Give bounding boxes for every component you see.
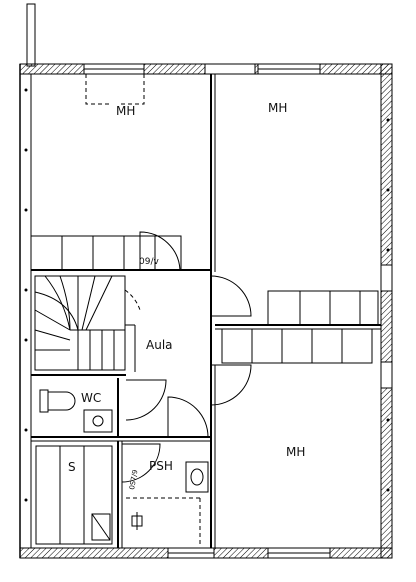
wardrobes-nw bbox=[30, 235, 182, 271]
vent-markers bbox=[24, 88, 390, 502]
toilet-fixture bbox=[39, 389, 76, 413]
washroom-sink bbox=[185, 461, 209, 493]
room-label-bedroom-se: MH bbox=[286, 445, 305, 459]
room-label-bedroom-nw: MH bbox=[116, 104, 135, 118]
wardrobes-se bbox=[221, 328, 373, 364]
staircase bbox=[34, 275, 141, 372]
door-code-closet: 09/v bbox=[139, 257, 159, 267]
door-closet-swing bbox=[139, 231, 181, 271]
door-washroom-swing bbox=[121, 443, 161, 483]
door-hall-south-swing bbox=[167, 396, 209, 438]
wardrobes-ne bbox=[267, 290, 379, 326]
room-label-bedroom-ne: MH bbox=[268, 101, 287, 115]
door-hall-ne-swing bbox=[210, 275, 252, 317]
room-label-wc: WC bbox=[81, 391, 101, 405]
sauna-benches bbox=[35, 445, 113, 545]
window-right-upper bbox=[380, 264, 393, 292]
room-label-sauna: S bbox=[68, 460, 76, 474]
outer-walls bbox=[19, 63, 393, 559]
door-hall-se-swing bbox=[210, 364, 252, 406]
shower-area bbox=[126, 497, 201, 544]
door-wc-swing bbox=[125, 379, 167, 421]
window-bottom-right bbox=[267, 547, 331, 559]
room-label-hall: Aula bbox=[146, 338, 173, 352]
window-right-lower bbox=[380, 361, 393, 389]
wc-sink bbox=[83, 409, 113, 433]
door-code-sauna: 0S7/9 bbox=[128, 469, 139, 490]
window-top-middle bbox=[204, 63, 256, 75]
door-nw-window-dashed bbox=[85, 74, 145, 105]
room-label-washroom: PSH bbox=[149, 459, 173, 473]
window-bottom-left bbox=[167, 547, 215, 559]
window-top-left bbox=[83, 63, 145, 75]
vent-pipe bbox=[26, 3, 36, 67]
window-top-right bbox=[257, 63, 321, 75]
